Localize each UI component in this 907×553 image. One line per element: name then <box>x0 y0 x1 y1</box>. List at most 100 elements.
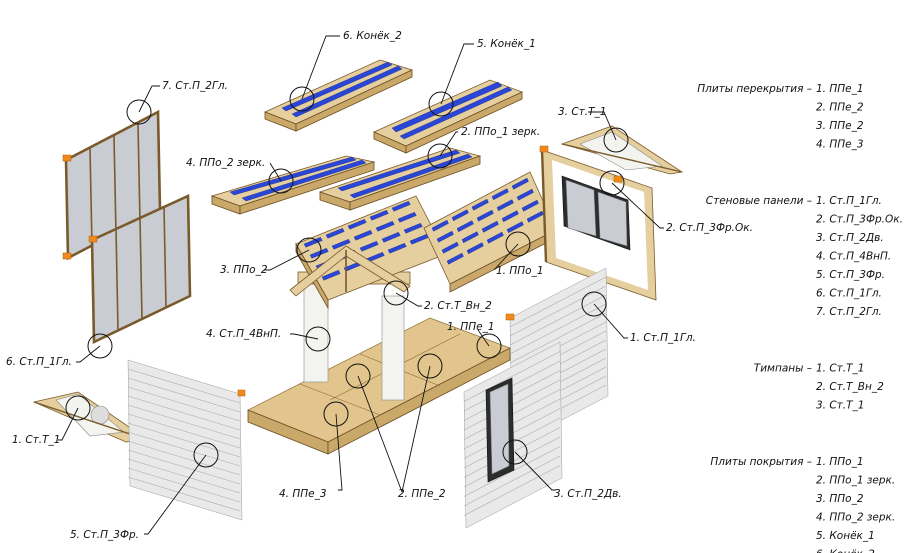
insulation-strip <box>325 227 345 239</box>
legend-item: 3. Ст.П_2Дв. <box>816 232 884 244</box>
cladding-board-line <box>127 431 241 467</box>
callout-ppo2: 3. ППо_2 <box>220 264 268 276</box>
insulation-strip <box>471 198 489 211</box>
insulation-strip <box>375 220 395 232</box>
legend-item: 7. Ст.П_2Гл. <box>816 306 882 318</box>
insulation-strip <box>496 199 514 212</box>
legend-item: 3. ППе_2 <box>816 120 864 132</box>
insulation-strip <box>501 210 519 223</box>
gable-stt-vn-2 <box>289 245 411 297</box>
legend-item: 5. Ст.П_3Фр. <box>816 269 885 281</box>
roof-panel-konek-2 <box>263 59 414 132</box>
callout-ppo2-zerk: 4. ППо_2 зерк. <box>186 157 265 169</box>
insulation-strip <box>451 209 469 222</box>
wall-panel-stp-1gl-left <box>88 193 192 345</box>
cladding-board-line <box>127 458 241 494</box>
insulation-strip <box>397 211 417 223</box>
insulation-strip <box>331 238 351 250</box>
insulation-strip <box>353 229 373 241</box>
cladding-board-line <box>127 449 241 485</box>
callout-ppe1: 1. ППе_1 <box>447 321 495 333</box>
insulation-strip <box>446 252 464 265</box>
cladding-board-line <box>509 285 607 337</box>
cladding-board-line <box>509 294 607 346</box>
wall-panel-stp-3fr <box>127 359 246 521</box>
insulation-strip <box>511 177 529 190</box>
insulation-strip <box>359 240 379 252</box>
cladding-board-line <box>509 276 607 328</box>
floor-platform <box>247 317 511 455</box>
callouts: 6. Конёк_2 5. Конёк_1 7. Ст.П_2Гл. 2. ПП… <box>6 30 753 541</box>
roof-panel-konek-1 <box>373 79 524 154</box>
callout-stp-1gl-right: 1. Ст.П_1Гл. <box>630 332 696 344</box>
legend-item: 4. ППе_3 <box>816 139 864 151</box>
insulation-strip <box>441 241 459 254</box>
callout-konek-2: 6. Конёк_2 <box>343 30 402 42</box>
cladding-board-line <box>509 303 607 355</box>
insulation-strip <box>481 220 499 233</box>
legend-item: 2. Ст.П_3Фр.Ок. <box>816 214 903 226</box>
callout-stp-3fr: 5. Ст.П_3Фр. <box>70 529 139 541</box>
legend-item: 1. ППо_1 <box>816 456 864 468</box>
insulation-strip <box>391 200 411 212</box>
cladding-board-line <box>463 351 561 402</box>
insulation-strip <box>491 188 509 201</box>
cladding-board-line <box>127 386 241 422</box>
legend-item: 6. Ст.П_1Гл. <box>816 288 882 300</box>
insulation-strip <box>516 188 534 201</box>
insulation-strip <box>456 220 474 233</box>
callout-stp-3fr-ok: 2. Ст.П_3Фр.Ок. <box>666 222 753 234</box>
callout-stt1-left: 1. Ст.Т_1 <box>12 434 61 446</box>
insulation-strip <box>403 222 423 234</box>
legend-item: 6. Конёк_2 <box>816 549 875 553</box>
wall-panel-stp-2dv <box>463 341 563 529</box>
callout-stp-4vnp: 4. Ст.П_4ВнП. <box>206 328 281 340</box>
insulation-strip <box>466 242 484 255</box>
cladding-board-line <box>463 446 561 497</box>
legend-group-title: Плиты перекрытия – <box>697 83 812 95</box>
legend-group-title: Тимпаны – <box>754 363 812 375</box>
cladding-board-line <box>127 476 241 512</box>
callout-ppe3: 4. ППе_3 <box>279 488 327 500</box>
callout-stp-2dv: 3. Ст.П_2Дв. <box>554 488 622 500</box>
legend-item: 2. ППо_1 зерк. <box>816 475 895 487</box>
cladding-board-line <box>127 404 241 440</box>
legend-group-title: Плиты покрытия – <box>710 456 812 468</box>
callout-stp-1gl-left: 6. Ст.П_1Гл. <box>6 356 72 368</box>
cladding-board-line <box>509 312 607 364</box>
legend-item: 3. ППо_2 <box>816 493 864 505</box>
legend-item: 2. ППе_2 <box>816 102 864 114</box>
legend-item: 1. Ст.П_1Гл. <box>816 195 882 207</box>
insulation-strip <box>347 218 367 230</box>
cladding-board-line <box>127 422 241 458</box>
callout-ppo1: 1. ППо_1 <box>496 265 544 277</box>
insulation-strip <box>506 221 524 234</box>
insulation-strip <box>381 231 401 243</box>
callout-konek-1: 5. Конёк_1 <box>477 38 536 50</box>
legend-item: 4. ППо_2 зерк. <box>816 512 895 524</box>
wall-panel-stp-3fr-ok <box>539 145 657 301</box>
cladding-board-line <box>127 395 241 431</box>
roof-panel-ppo2 <box>295 195 447 310</box>
cladding-board-line <box>127 368 241 404</box>
callout-stp-2gl: 7. Ст.П_2Гл. <box>162 80 228 92</box>
insulation-strip <box>521 199 539 212</box>
cladding-board-line <box>127 377 241 413</box>
insulation-strip <box>321 269 341 281</box>
legend-group-title: Стеновые панели – <box>706 195 812 207</box>
legend-item: 1. ППе_1 <box>816 83 864 95</box>
cladding-board-line <box>127 413 241 449</box>
insulation-strip <box>436 230 454 243</box>
legend: Плиты перекрытия – 1. ППе_1 2. ППе_2 3. ППе… <box>697 83 903 553</box>
legend-item: 4. Ст.П_4ВнП. <box>816 251 891 263</box>
callout-ppe2: 2. ППе_2 <box>398 488 446 500</box>
legend-item: 2. Ст.Т_Вн_2 <box>816 381 884 393</box>
cladding-board-line <box>127 440 241 476</box>
insulation-strip <box>431 219 449 232</box>
insulation-strip <box>476 209 494 222</box>
roof-panel-ppo1-zerk <box>318 147 482 211</box>
cladding-board-line <box>463 465 561 516</box>
legend-item: 1. Ст.Т_1 <box>816 363 865 375</box>
insulation-strip <box>461 231 479 244</box>
